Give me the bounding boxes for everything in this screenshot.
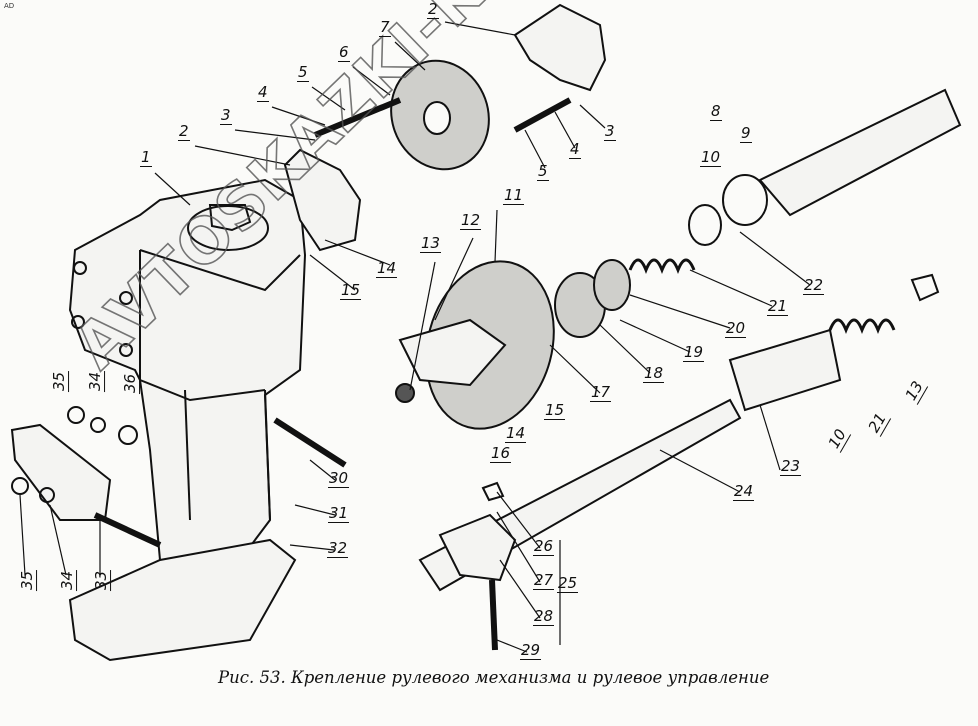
- column-flange: [395, 260, 555, 430]
- callout-20: 20: [725, 319, 747, 338]
- callout-34: 34: [58, 569, 78, 592]
- callout-4-right: 4: [569, 140, 581, 159]
- spring-collars: [554, 174, 768, 338]
- callout-32: 32: [327, 539, 349, 558]
- callout-27: 27: [533, 571, 555, 590]
- column-tube-upper: [758, 88, 962, 217]
- callout-35: 35: [18, 569, 38, 592]
- callout-9: 9: [740, 124, 752, 143]
- callout-5: 5: [297, 63, 309, 82]
- callout-6: 6: [338, 43, 350, 62]
- callout-14-flange: 14: [505, 424, 527, 443]
- bolt-33: [93, 512, 162, 548]
- callout-23: 23: [780, 457, 802, 476]
- callout-3: 3: [220, 106, 232, 125]
- leader-lines: [19, 21, 811, 653]
- callout-18: 18: [643, 364, 665, 383]
- callout-16: 16: [490, 444, 512, 463]
- nuts-and-washers: [11, 406, 138, 503]
- callout-36: 36: [121, 372, 141, 395]
- bracket-left: [283, 148, 362, 252]
- callout-11: 11: [503, 186, 525, 205]
- callout-35-top: 35: [50, 370, 70, 393]
- callout-2: 2: [178, 122, 190, 141]
- universal-joint-yoke: [438, 481, 517, 651]
- callout-1: 1: [140, 148, 152, 167]
- coupling-bolts: [313, 97, 572, 138]
- callout-5-right: 5: [537, 162, 549, 181]
- bolt-30: [273, 417, 347, 468]
- callout-26: 26: [533, 537, 555, 556]
- callout-7: 7: [379, 18, 391, 37]
- callout-24: 24: [733, 482, 755, 501]
- callout-15-flange: 15: [544, 401, 566, 420]
- callout-12: 12: [460, 211, 482, 230]
- callout-22: 22: [803, 276, 825, 295]
- frame-bracket: [10, 423, 112, 521]
- callout-15: 15: [340, 281, 362, 300]
- figure-caption: Рис. 53. Крепление рулевого механизма и …: [218, 668, 770, 687]
- callout-28: 28: [533, 607, 555, 626]
- callout-21: 21: [767, 297, 789, 316]
- callout-25: 25: [557, 574, 579, 593]
- callout-17: 17: [590, 383, 612, 402]
- bracket-top: [513, 3, 607, 92]
- callout-31: 31: [328, 504, 350, 523]
- steering-gear-housing: [68, 178, 307, 561]
- corner-mark: AD: [4, 2, 15, 10]
- callout-3-right: 3: [604, 122, 616, 141]
- callout-4: 4: [257, 83, 269, 102]
- callout-19: 19: [683, 343, 705, 362]
- callout-33: 33: [92, 569, 112, 592]
- callout-14: 14: [376, 259, 398, 278]
- callout-13: 13: [420, 234, 442, 253]
- flexible-coupling-disc: [390, 59, 490, 171]
- callout-30: 30: [328, 469, 350, 488]
- callout-29: 29: [520, 641, 542, 660]
- callout-2-top: 2: [427, 0, 439, 19]
- callout-10: 10: [700, 148, 722, 167]
- pitman-arm: [68, 538, 297, 662]
- callout-34-top: 34: [86, 370, 106, 393]
- callout-8: 8: [710, 102, 722, 121]
